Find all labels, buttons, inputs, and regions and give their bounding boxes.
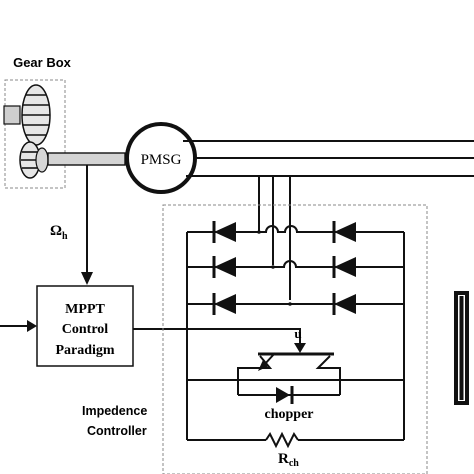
diode-1 xyxy=(212,221,236,243)
gear-box-label: Gear Box xyxy=(13,55,72,70)
chopper-circuit xyxy=(187,352,404,404)
omega-label: Ωh xyxy=(50,223,68,242)
speed-signal xyxy=(81,165,93,285)
diode-2 xyxy=(332,221,356,243)
chopper-label: chopper xyxy=(265,407,314,422)
diode-6 xyxy=(332,293,356,315)
chopper-diode xyxy=(276,387,290,403)
input-shaft xyxy=(3,105,21,125)
impedance-label-2: Controller xyxy=(87,424,147,438)
mppt-label-1: MPPT xyxy=(65,302,105,317)
chopper-resistor xyxy=(187,431,404,449)
control-signal-label: u xyxy=(294,326,301,341)
resistor-label: Rch xyxy=(278,451,299,469)
gear-box-dashed-border xyxy=(4,79,66,189)
mppt-control-block: MPPT Control Paradigm xyxy=(36,285,134,367)
gear-box xyxy=(3,79,66,189)
impedance-label-1: Impedence xyxy=(82,404,147,418)
diode-4 xyxy=(332,256,356,278)
pmsg-label: PMSG xyxy=(141,152,182,168)
small-gear-hub xyxy=(35,147,49,173)
three-phase-lines xyxy=(183,140,474,300)
control-signal-line xyxy=(133,328,306,353)
mppt-label-2: Control xyxy=(62,322,109,337)
diode-5 xyxy=(212,293,236,315)
pmsg-generator: PMSG xyxy=(125,122,197,194)
input-arrow xyxy=(0,320,37,332)
generator-shaft xyxy=(47,152,126,166)
grid-converter-block xyxy=(454,291,469,405)
mppt-label-3: Paradigm xyxy=(55,343,114,358)
rectifier-bridge xyxy=(186,221,405,440)
diode-3 xyxy=(212,256,236,278)
impedance-controller-border xyxy=(162,204,428,474)
